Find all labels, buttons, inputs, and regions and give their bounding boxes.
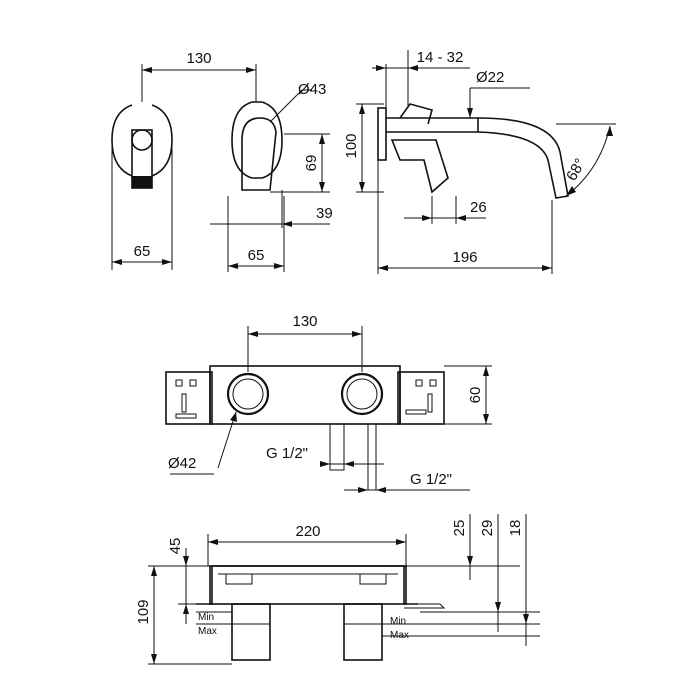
dim-60-label: 60 [467,387,484,404]
dim-69-label: 69 [303,155,320,172]
dim-65-right-label: 65 [248,247,265,264]
dim-diameter-43-label: Ø43 [298,81,326,98]
dim-220-label: 220 [295,523,320,540]
wall-plate [377,107,387,161]
label-max-left: Max [198,626,217,637]
dim-26-label: 26 [470,199,487,216]
left-port [226,372,270,416]
dim-18-label: 18 [507,520,524,537]
left-rosette-outline [111,104,133,177]
dim-diameter-22-label: Ø22 [476,69,504,86]
dim-14-32-label: 14 - 32 [417,49,464,66]
dim-thread-2-label: G 1/2" [410,471,452,488]
spout-curve [477,117,569,199]
left-leg [231,603,271,661]
section-outline [196,565,418,605]
dim-196-label: 196 [452,249,477,266]
handle-body [390,139,449,194]
dim-25-label: 25 [451,520,468,537]
right-lever [241,117,277,191]
dim-65-left-label: 65 [134,243,151,260]
box-body [209,365,401,425]
dim-29-label: 29 [479,520,496,537]
side-view: 14 - 32 Ø22 100 68° 26 196 [343,49,616,274]
box-right-bracket [397,371,445,425]
left-spout-tip [132,176,152,188]
dim-45-label: 45 [167,538,184,555]
dim-angle-label: 68° [563,156,589,184]
dim-130-top-label: 130 [186,50,211,67]
label-min-right: Min [390,616,406,627]
dim-109-label: 109 [135,599,152,624]
handle-top [399,103,433,125]
spout-upper [386,117,479,133]
label-min-left: Min [198,612,214,623]
dim-thread-1-label: G 1/2" [266,445,308,462]
section-view: 220 45 109 Min Max Min Max 25 29 [135,514,540,665]
dim-130-box-label: 130 [292,313,317,330]
dim-100-label: 100 [343,133,360,158]
front-view: 130 Ø43 69 39 65 65 [111,50,333,272]
section-body [209,565,407,605]
right-leg [343,603,383,661]
left-rosette-outline-right [151,104,173,177]
right-port [340,372,384,416]
left-handle-disc [131,129,153,151]
right-rosette-outline [231,101,283,179]
dim-39-label: 39 [316,205,333,222]
dim-diameter-42-label: Ø42 [168,455,196,472]
box-view: 130 60 Ø42 G 1/2" G 1/2" [165,313,492,493]
box-left-bracket [165,371,213,425]
